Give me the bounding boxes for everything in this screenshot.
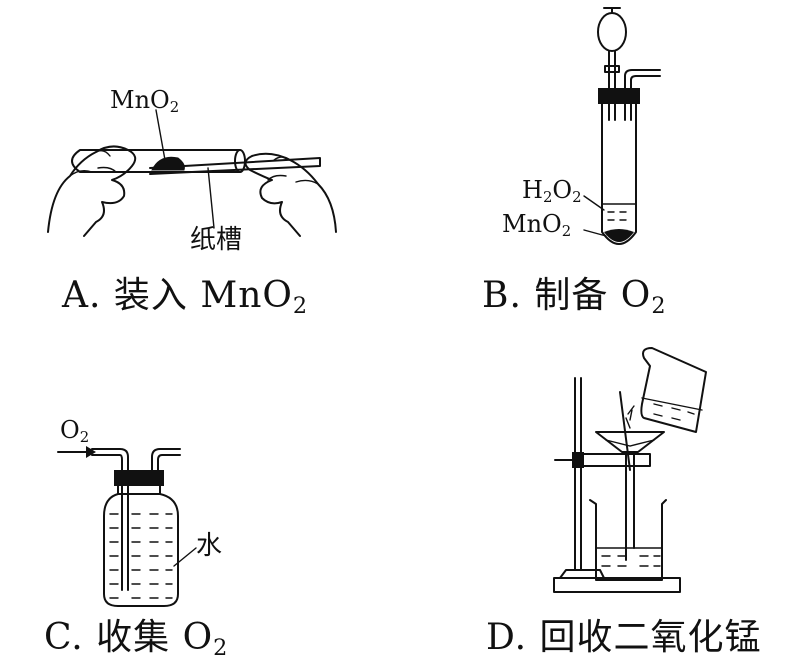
stopper-b — [598, 88, 640, 104]
panel-a-drawing — [47, 109, 337, 237]
label-paper-trough: 纸槽 — [190, 225, 243, 255]
stopper-c — [114, 470, 164, 486]
caption-c-letter: C. — [44, 617, 84, 658]
mno2-powder-b — [604, 229, 634, 242]
caption-a-letter: A. — [62, 275, 102, 316]
label-mno2-a: MnO2 — [110, 86, 180, 117]
glass-rod — [619, 391, 631, 471]
label-mno2-b: MnO2 — [502, 210, 572, 241]
panel-b-drawing — [583, 7, 661, 245]
stand-rod — [574, 377, 582, 571]
caption-c-sub: 2 — [213, 635, 229, 662]
label-h2o2-mid: O — [552, 176, 573, 204]
caption-b-letter: B. — [482, 275, 522, 316]
label-water: 水 — [196, 531, 223, 561]
funnel-bulb — [597, 12, 627, 52]
paper-trough — [149, 157, 321, 175]
panel-c-drawing — [57, 446, 197, 607]
leader-trough — [207, 167, 215, 229]
label-o2-c-main: O — [60, 416, 80, 444]
leader-mno2-a — [155, 109, 166, 161]
caption-b-text: 制备 O — [534, 275, 652, 316]
label-o2-c-sub: 2 — [79, 428, 90, 447]
label-h2o2-pre: H — [522, 176, 543, 204]
water-c — [109, 513, 173, 599]
panel-d-drawing — [553, 347, 707, 593]
caption-a: A. 装入 MnO2 — [62, 275, 309, 320]
label-h2o2-sub1: 2 — [542, 188, 553, 207]
label-mno2-a-main: MnO — [110, 86, 170, 114]
mno2-powder-a — [151, 156, 185, 171]
stand-base — [553, 577, 681, 593]
label-o2-c: O2 — [60, 416, 90, 447]
label-h2o2-sub2: 2 — [572, 188, 582, 207]
caption-a-text: 装入 MnO — [113, 275, 293, 316]
receiving-beaker — [589, 499, 667, 581]
filter-funnel — [595, 431, 665, 453]
gas-bottle — [103, 493, 179, 607]
caption-b: B. 制备 O2 — [482, 275, 667, 320]
delivery-tube-b — [624, 69, 661, 121]
caption-a-sub: 2 — [292, 293, 309, 320]
caption-d-letter: D. — [486, 617, 528, 658]
caption-c-text: 收集 O — [96, 617, 214, 658]
right-hand — [244, 152, 337, 237]
test-tube-b — [601, 103, 637, 245]
caption-d: D. 回收二氧化锰 — [486, 618, 762, 658]
label-mno2-b-main: MnO — [502, 210, 562, 238]
left-hand — [47, 145, 137, 237]
pouring-beaker — [640, 347, 707, 433]
label-mno2-b-sub: 2 — [561, 222, 572, 241]
caption-c: C. 收集 O2 — [44, 617, 229, 662]
label-mno2-a-sub: 2 — [169, 98, 180, 117]
caption-d-text: 回收二氧化锰 — [539, 617, 762, 658]
filtrate — [601, 555, 661, 567]
caption-b-sub: 2 — [651, 293, 667, 320]
label-h2o2: H2O2 — [522, 176, 582, 207]
clamp — [572, 452, 584, 468]
